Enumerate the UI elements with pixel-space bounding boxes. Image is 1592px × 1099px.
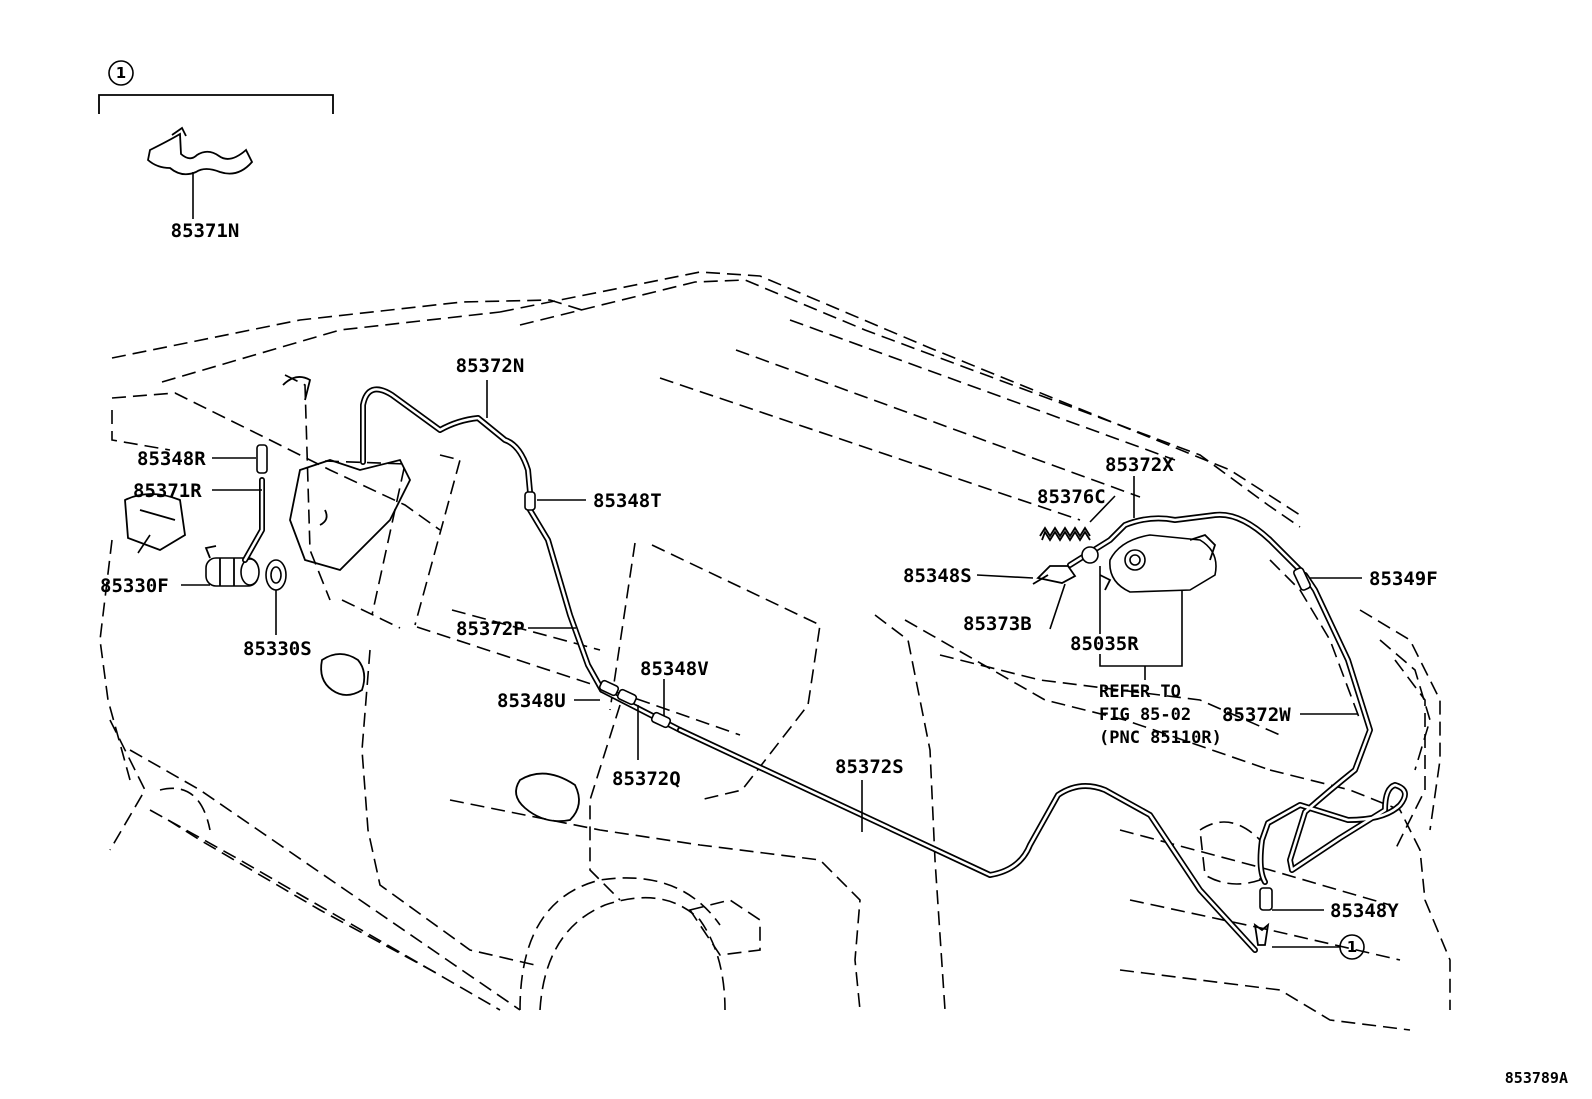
part-label-85349F[interactable]: 85349F (1369, 568, 1438, 590)
part-label-85372N[interactable]: 85372N (456, 355, 525, 377)
part-label-85330F[interactable]: 85330F (100, 575, 169, 597)
reference-note-line-3: (PNC 85110R) (1099, 728, 1222, 748)
group-marker-rear-label: 1 (1347, 938, 1357, 956)
part-label-85330S[interactable]: 85330S (243, 638, 312, 660)
group-marker-top: 1 (98, 60, 334, 114)
part-label-85348T[interactable]: 85348T (593, 490, 662, 512)
part-label-85372X[interactable]: 85372X (1105, 454, 1174, 476)
washer-hoses (242, 386, 1408, 953)
part-label-85372W[interactable]: 85372W (1222, 704, 1291, 726)
part-label-85371R[interactable]: 85371R (133, 480, 202, 502)
part-labels: 85372N 85348R 85371R 85330F 85330S 85348… (100, 355, 1438, 922)
clip-85371N-illustration (147, 126, 254, 219)
part-label-85348V[interactable]: 85348V (640, 658, 709, 680)
leader-lines (137, 380, 1362, 948)
group-marker-top-label: 1 (116, 64, 126, 82)
part-label-85035R[interactable]: 85035R (1070, 633, 1139, 655)
reference-note-line-1: REFER TO (1099, 682, 1181, 702)
part-label-85373B[interactable]: 85373B (963, 613, 1032, 635)
vehicle-body-outline (99, 271, 1451, 1031)
part-label-85372Q[interactable]: 85372Q (612, 768, 681, 790)
part-label-85376C[interactable]: 85376C (1037, 486, 1106, 508)
part-label-85348R[interactable]: 85348R (137, 448, 206, 470)
washer-reservoir-illustration (282, 376, 412, 572)
group-marker-rear: 1 (1339, 934, 1365, 960)
reference-note: REFER TO FIG 85-02 (PNC 85110R) (1099, 682, 1222, 748)
rear-washer-nozzle-assembly (1032, 526, 1217, 593)
part-label-85348Y[interactable]: 85348Y (1330, 900, 1399, 922)
part-label-85372S[interactable]: 85372S (835, 756, 904, 778)
part-label-85348S[interactable]: 85348S (903, 565, 972, 587)
part-label-85372P[interactable]: 85372P (456, 618, 525, 640)
figure-id: 853789A (1505, 1069, 1568, 1087)
part-label-85371N[interactable]: 85371N (171, 220, 240, 242)
washer-pump-85330F (204, 545, 260, 587)
grommet-85330S (265, 559, 287, 591)
reference-note-line-2: FIG 85-02 (1099, 705, 1191, 725)
hose-connectors (256, 444, 1311, 946)
part-label-85348U[interactable]: 85348U (497, 690, 566, 712)
